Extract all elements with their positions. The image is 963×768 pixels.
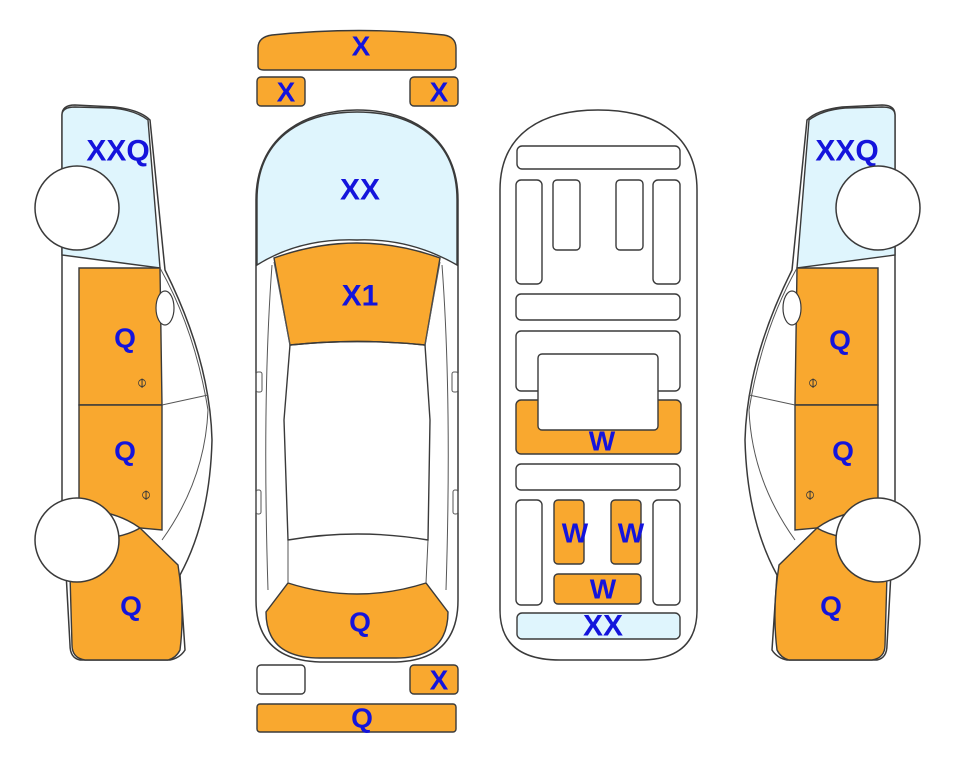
front-bumper-panel[interactable] [257, 29, 457, 71]
right-rear-quarter-label: Q [820, 591, 842, 622]
right-mirror [451, 371, 459, 393]
right-front-door-label: Q [829, 325, 851, 356]
left-belt-line [161, 394, 209, 406]
rear-window-label: XX [583, 610, 623, 643]
right-side-view: XXQ Q Q Q ⌽ ⌽ [744, 104, 921, 661]
rear-right-door-trim [652, 499, 681, 606]
rear-bench-label: W [590, 574, 617, 605]
rear-left-light-panel[interactable] [256, 664, 306, 695]
console-bar [515, 293, 681, 321]
windshield-panel[interactable] [256, 111, 458, 267]
left-window-frame [159, 267, 209, 541]
left-side-view: XXQ Q Q Q ⌽ ⌽ [34, 104, 213, 661]
hood-label: X1 [342, 280, 379, 313]
front-parts: X X X [256, 29, 459, 108]
right-rear-wheel [835, 497, 921, 583]
left-mirror-shape [155, 290, 175, 326]
interior-floor-label: W [589, 426, 616, 457]
front-right-seat [615, 179, 644, 251]
front-left-light-label: X [277, 77, 296, 108]
right-handle-rear: ⌽ [805, 484, 816, 505]
rear-left-door-trim [515, 499, 543, 606]
rear-bumper-label: Q [351, 703, 373, 734]
left-front-wheel [34, 165, 120, 251]
front-right-light-panel[interactable] [409, 76, 459, 107]
front-right-door-trim [652, 179, 681, 285]
left-pillar-line [273, 261, 291, 346]
right-handle-front: ⌽ [808, 372, 819, 393]
dashboard [516, 145, 681, 170]
rear-seat-left-label: W [562, 518, 589, 549]
rear-right-light-label: X [430, 665, 449, 696]
rear-right-light-panel[interactable] [409, 664, 459, 695]
left-handle-top [255, 489, 262, 515]
rear-window-panel[interactable] [516, 612, 681, 640]
front-right-light-label: X [430, 77, 449, 108]
right-mirror-shape [782, 290, 802, 326]
windshield-label: XX [340, 174, 380, 207]
rear-seat-right-panel[interactable] [610, 499, 642, 565]
trunk-label: Q [349, 607, 371, 638]
left-rear-quarter-label: Q [120, 591, 142, 622]
top-view-car: XX X1 Q [255, 109, 459, 663]
right-belt-line [748, 394, 796, 406]
interior-view: W W W W XX [499, 109, 698, 661]
front-left-seat [552, 179, 581, 251]
front-bumper-label: X [352, 31, 371, 62]
right-window-frame [748, 267, 798, 541]
right-handle-top [452, 489, 459, 515]
left-window-label: XXQ [86, 135, 149, 168]
rear-seat-right-label: W [618, 518, 645, 549]
rear-bench-panel[interactable] [553, 573, 642, 605]
left-handle-rear: ⌽ [141, 484, 152, 505]
interior-cross-bar [515, 463, 681, 491]
right-pillar-line [424, 261, 441, 346]
rear-parts: X Q [256, 664, 459, 734]
right-side-line [441, 264, 449, 591]
front-left-door-trim [515, 179, 543, 285]
trunk-panel[interactable] [265, 582, 449, 659]
left-rear-door-label: Q [114, 436, 136, 467]
right-rear-door-label: Q [832, 436, 854, 467]
left-rear-wheel [34, 497, 120, 583]
right-front-wheel [835, 165, 921, 251]
rear-window-line [287, 539, 429, 584]
front-left-light-panel[interactable] [256, 76, 306, 107]
rear-seat-left-panel[interactable] [553, 499, 585, 565]
right-window-label: XXQ [815, 135, 878, 168]
rear-bumper-panel[interactable] [256, 703, 457, 733]
left-side-line [265, 264, 273, 591]
left-handle-front: ⌽ [137, 372, 148, 393]
center-console [537, 353, 659, 431]
left-front-door-label: Q [114, 323, 136, 354]
left-mirror [255, 371, 263, 393]
